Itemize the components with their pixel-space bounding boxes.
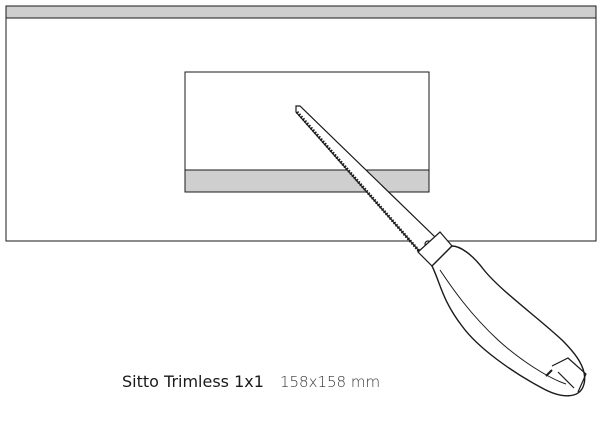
- product-size: 158x158 mm: [279, 373, 381, 391]
- product-caption: Sitto Trimless 1x1 158x158 mm: [122, 372, 380, 391]
- handle-mark: [545, 369, 553, 377]
- saw-teeth: [295, 111, 422, 253]
- frame-bottom-strip: [184, 169, 430, 193]
- ceiling-top-strip: [5, 5, 597, 19]
- jab-saw-icon: [295, 105, 587, 397]
- saw-handle: [431, 245, 586, 397]
- product-name: Sitto Trimless 1x1: [122, 372, 264, 391]
- handle-end-cap: [551, 357, 587, 393]
- trimless-frame: [184, 71, 430, 193]
